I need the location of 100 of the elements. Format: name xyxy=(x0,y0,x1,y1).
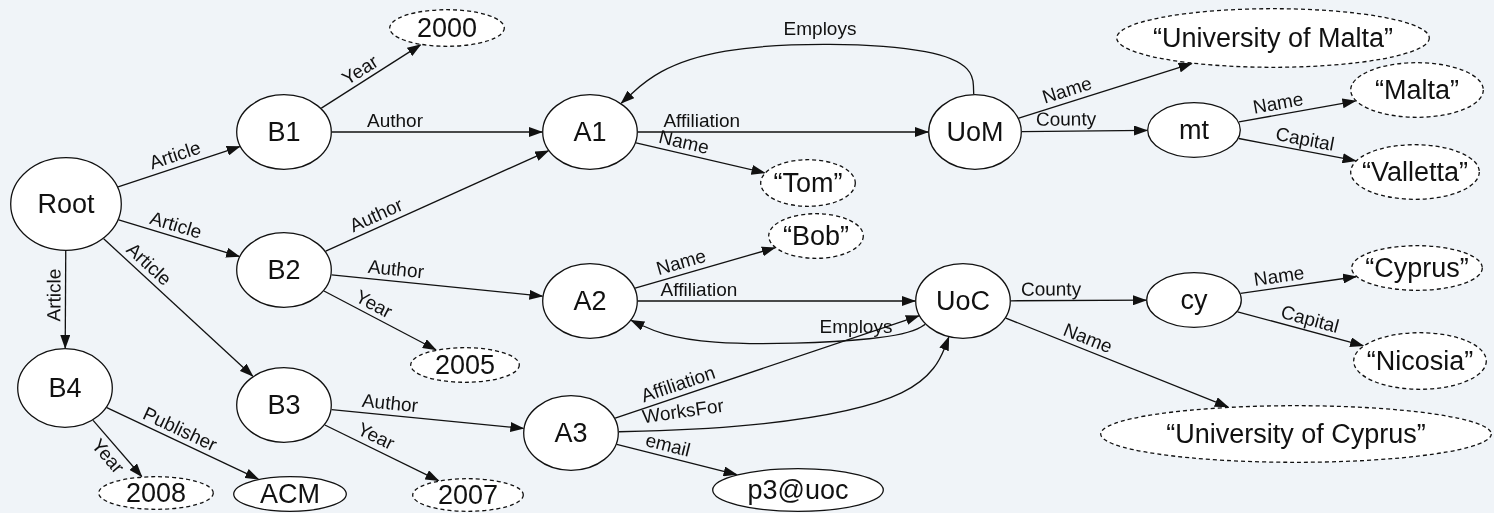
ellipse-node xyxy=(1146,272,1242,328)
ellipse-node xyxy=(236,94,332,170)
node-label: 2000 xyxy=(416,14,478,42)
arrow xyxy=(60,250,71,349)
node-label: A1 xyxy=(573,118,607,146)
arrow xyxy=(635,142,766,175)
edge-label: Article xyxy=(148,208,205,242)
arrow xyxy=(331,127,543,137)
arrow xyxy=(325,150,550,252)
dashed-ellipse xyxy=(412,478,524,512)
edge-label: Capital xyxy=(1274,124,1337,154)
edge-label: Year xyxy=(354,419,397,454)
ellipse-node xyxy=(928,94,1022,170)
arrow xyxy=(117,145,241,188)
ellipse-node xyxy=(17,348,113,428)
edge-label: Article xyxy=(43,268,64,322)
edge-label: Employs xyxy=(783,18,857,38)
node-label: p3@uoc xyxy=(747,476,849,504)
arrow xyxy=(1238,137,1357,164)
arrow xyxy=(330,274,544,300)
edge-label: Author xyxy=(367,110,423,130)
ellipse-node xyxy=(542,94,638,170)
arrow xyxy=(323,290,437,351)
arrow xyxy=(1005,317,1229,408)
node-label: A2 xyxy=(573,287,607,315)
arrow xyxy=(320,44,422,109)
ellipse-node xyxy=(236,367,332,443)
dashed-ellipse xyxy=(1116,8,1430,68)
ellipse-node xyxy=(523,395,619,471)
arrow xyxy=(637,127,929,137)
edge-label: Year xyxy=(352,286,396,322)
arrow xyxy=(118,219,241,258)
dashed-ellipse xyxy=(1350,62,1484,118)
node-label: B4 xyxy=(48,374,82,402)
ellipse-node xyxy=(915,263,1011,339)
arrow xyxy=(614,315,920,419)
node-label: “Nicosia” xyxy=(1366,347,1474,375)
arrow xyxy=(1238,98,1357,123)
dashed-ellipse xyxy=(1350,144,1480,200)
edge-label: County xyxy=(1035,109,1096,129)
arrow xyxy=(1239,273,1357,294)
node-label: 2007 xyxy=(437,481,499,509)
dashed-ellipse xyxy=(768,213,864,259)
arrow xyxy=(1010,295,1147,306)
ellipse-node xyxy=(1147,102,1241,158)
node-label: ACM xyxy=(260,480,320,508)
dashed-ellipse xyxy=(1100,405,1492,463)
edge-label: Employs xyxy=(819,316,893,336)
node-label: “University of Cyprus” xyxy=(1166,420,1426,448)
arrow xyxy=(630,319,926,345)
edge-label: Name xyxy=(653,246,708,279)
node-label: UoM xyxy=(946,118,1004,146)
ellipse-node xyxy=(542,263,638,339)
node-label: “University of Malta” xyxy=(1152,24,1393,52)
node-label: “Malta” xyxy=(1375,76,1459,104)
node-label: “Cyprus” xyxy=(1365,254,1469,282)
ellipse-node xyxy=(10,157,122,251)
arrow xyxy=(331,409,525,433)
node-label: “Tom” xyxy=(773,169,843,197)
node-label: cy xyxy=(1180,286,1208,314)
arrow xyxy=(92,419,143,478)
edge-label: Name xyxy=(1252,262,1306,289)
arrow xyxy=(637,296,916,306)
dashed-ellipse xyxy=(98,476,214,510)
arrow xyxy=(324,424,440,482)
dashed-ellipse xyxy=(410,347,520,383)
ellipse-node xyxy=(236,232,332,308)
node-label: 2005 xyxy=(434,351,496,379)
node-label: “Bob” xyxy=(783,222,849,250)
arrow xyxy=(634,246,776,289)
edge-label: Year xyxy=(338,51,381,88)
edge-label: County xyxy=(1021,279,1082,299)
node-label: UoC xyxy=(936,287,990,315)
dashed-ellipse xyxy=(760,159,856,207)
arrow xyxy=(1018,62,1193,119)
node-label: “Valletta” xyxy=(1361,158,1468,186)
ellipse-node xyxy=(233,476,347,512)
dashed-ellipse xyxy=(1351,245,1483,291)
dashed-ellipse xyxy=(389,9,505,47)
edge-label: email xyxy=(643,430,692,460)
node-label: Root xyxy=(37,190,95,218)
node-label: B3 xyxy=(267,391,301,419)
dashed-ellipse xyxy=(1353,332,1487,390)
edge-label: Capital xyxy=(1278,301,1341,336)
node-label: A3 xyxy=(554,419,588,447)
arrow xyxy=(620,43,975,104)
edge-label: Name xyxy=(1040,73,1095,108)
arrow xyxy=(1236,311,1365,348)
node-label: B1 xyxy=(267,118,301,146)
edge-label: Author xyxy=(367,257,425,282)
node-label: mt xyxy=(1179,116,1209,144)
node-label: 2008 xyxy=(125,479,187,507)
edge-label: Name xyxy=(1251,88,1305,117)
arrow xyxy=(1021,125,1148,136)
node-label: B2 xyxy=(267,256,301,284)
edge-label: Author xyxy=(361,391,420,416)
arrow xyxy=(106,407,260,480)
edge-label: Article xyxy=(147,138,204,173)
edge-label: Affiliation xyxy=(660,279,738,299)
ellipse-node xyxy=(712,468,884,512)
